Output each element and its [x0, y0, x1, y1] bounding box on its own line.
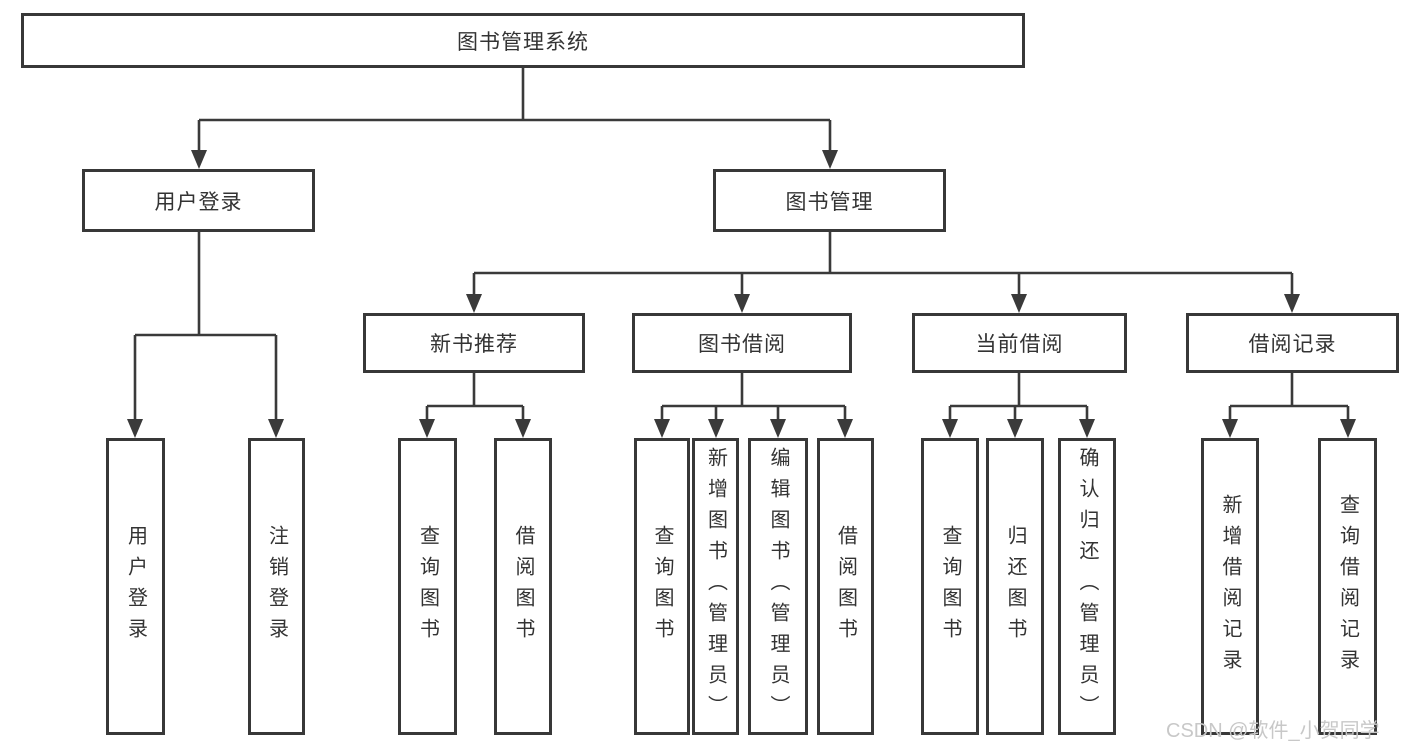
arrowhead-icon: [1007, 419, 1023, 438]
node-label: 查询图书: [651, 524, 673, 649]
leaf-add-borrow-record: 新增借阅记录: [1201, 438, 1259, 735]
node-label: 新增图书（管理员）: [704, 447, 727, 726]
node-label: 用户登录: [124, 524, 147, 649]
leaf-borrow-books-recommend: 借阅图书: [494, 438, 552, 735]
leaf-edit-books-admin: 编辑图书（管理员）: [748, 438, 808, 735]
arrowhead-icon: [770, 419, 786, 438]
arrowhead-icon: [708, 419, 724, 438]
arrowhead-icon: [1284, 294, 1300, 313]
node-book-management: 图书管理: [713, 169, 946, 232]
leaf-logout: 注销登录: [248, 438, 305, 735]
leaf-user-login: 用户登录: [106, 438, 165, 735]
connector-new-book-children: [425, 373, 525, 420]
leaf-query-borrow-record: 查询借阅记录: [1318, 438, 1377, 735]
leaf-return-books: 归还图书: [986, 438, 1044, 735]
arrowhead-icon: [822, 150, 838, 169]
leaf-query-books-recommend: 查询图书: [398, 438, 457, 735]
connector-book-borrow-children: [660, 373, 847, 420]
node-label: 查询图书: [939, 524, 961, 649]
node-label: 查询图书: [416, 524, 439, 649]
node-current-borrowing: 当前借阅: [912, 313, 1127, 373]
node-label: 借阅图书: [834, 524, 857, 649]
connector-borrow-record-children: [1228, 373, 1350, 420]
connector-user-login-children: [133, 232, 278, 420]
node-label: 编辑图书（管理员）: [767, 447, 789, 726]
node-label: 图书管理: [785, 190, 874, 214]
node-book-borrowing: 图书借阅: [632, 313, 852, 373]
connector-root-to-level2: [197, 68, 832, 152]
arrowhead-icon: [1011, 294, 1027, 313]
arrowhead-icon: [1222, 419, 1238, 438]
arrowhead-icon: [1079, 419, 1095, 438]
node-library-management-system: 图书管理系统: [21, 13, 1025, 68]
node-label: 用户登录: [154, 190, 243, 214]
node-borrowing-records: 借阅记录: [1186, 313, 1399, 373]
connector-current-borrow-children: [948, 373, 1089, 420]
arrowhead-icon: [942, 419, 958, 438]
arrowhead-icon: [127, 419, 143, 438]
node-label: 新增借阅记录: [1219, 493, 1241, 680]
leaf-borrow-books: 借阅图书: [817, 438, 874, 735]
node-label: 确认归还（管理员）: [1076, 447, 1098, 726]
arrowhead-icon: [734, 294, 750, 313]
node-label: 图书借阅: [698, 333, 786, 356]
node-user-login: 用户登录: [82, 169, 315, 232]
node-label: 归还图书: [1004, 524, 1026, 649]
node-label: 新书推荐: [430, 333, 518, 356]
connector-book-mgmt-children: [472, 232, 1294, 296]
arrowhead-icon: [466, 294, 482, 313]
arrowhead-icon: [837, 419, 853, 438]
arrowhead-icon: [268, 419, 284, 438]
node-label: 借阅记录: [1248, 333, 1337, 356]
arrowhead-icon: [419, 419, 435, 438]
leaf-query-books-current: 查询图书: [921, 438, 979, 735]
csdn-watermark: CSDN @软件_小贺同学: [1166, 720, 1380, 742]
node-label: 注销登录: [265, 524, 288, 649]
leaf-confirm-return-admin: 确认归还（管理员）: [1058, 438, 1116, 735]
arrowheads: [127, 150, 1356, 438]
arrowhead-icon: [654, 419, 670, 438]
arrowhead-icon: [191, 150, 207, 169]
arrowhead-icon: [515, 419, 531, 438]
leaf-query-books-borrow: 查询图书: [634, 438, 690, 735]
connector-paths: [133, 68, 1350, 420]
leaf-add-books-admin: 新增图书（管理员）: [692, 438, 739, 735]
node-label: 查询借阅记录: [1336, 493, 1359, 680]
arrowhead-icon: [1340, 419, 1356, 438]
node-label: 当前借阅: [975, 333, 1064, 356]
node-label: 借阅图书: [512, 524, 534, 649]
node-new-book-recommendation: 新书推荐: [363, 313, 585, 373]
node-label: 图书管理系统: [457, 30, 589, 54]
